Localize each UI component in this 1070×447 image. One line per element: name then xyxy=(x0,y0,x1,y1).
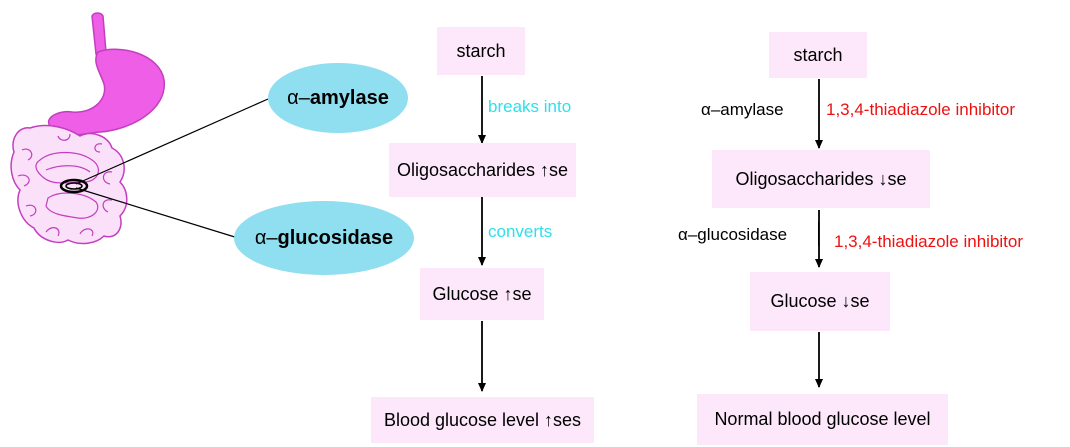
enzyme-glucosidase-ellipse: α–glucosidase xyxy=(234,201,414,275)
breaks-into-label: breaks into xyxy=(488,97,572,116)
normal-blood-glucose-level-box: Normal blood glucose level xyxy=(697,394,948,445)
inhibitor-label-1: 1,3,4-thiadiazole inhibitor xyxy=(826,100,1016,119)
glucosidase-prefix: α– xyxy=(254,226,278,249)
connector-line-glucosidase xyxy=(75,187,239,239)
normal-oligosaccharides-box: Oligosaccharides ↑se xyxy=(389,143,576,197)
inhibited-starch-box: starch xyxy=(769,32,867,78)
inhibited-glucose-box: Glucose ↓se xyxy=(750,272,890,331)
inhibitor-divider xyxy=(818,222,819,246)
enzyme-amylase-ellipse: α–amylase xyxy=(268,63,408,133)
inhibited-amylase-label: α–amylase xyxy=(701,100,784,119)
inhibited-glucosidase-label: α–glucosidase xyxy=(678,225,788,244)
normal-starch-box: starch xyxy=(437,27,525,75)
normal-blood-glucose-box: Blood glucose level ↑ses xyxy=(371,397,594,443)
inhibited-oligosaccharides-box: Oligosaccharides ↓se xyxy=(712,150,930,208)
converts-label: converts xyxy=(488,222,553,241)
amylase-prefix: α– xyxy=(287,86,310,109)
connector-line-amylase xyxy=(75,98,269,185)
inhibitor-label-2: 1,3,4-thiadiazole inhibitor xyxy=(834,232,1024,251)
glucosidase-name: glucosidase xyxy=(277,226,394,249)
digestive-system-illustration xyxy=(10,12,165,245)
normal-glucose-box: Glucose ↑se xyxy=(420,268,544,320)
amylase-name: amylase xyxy=(309,86,389,109)
